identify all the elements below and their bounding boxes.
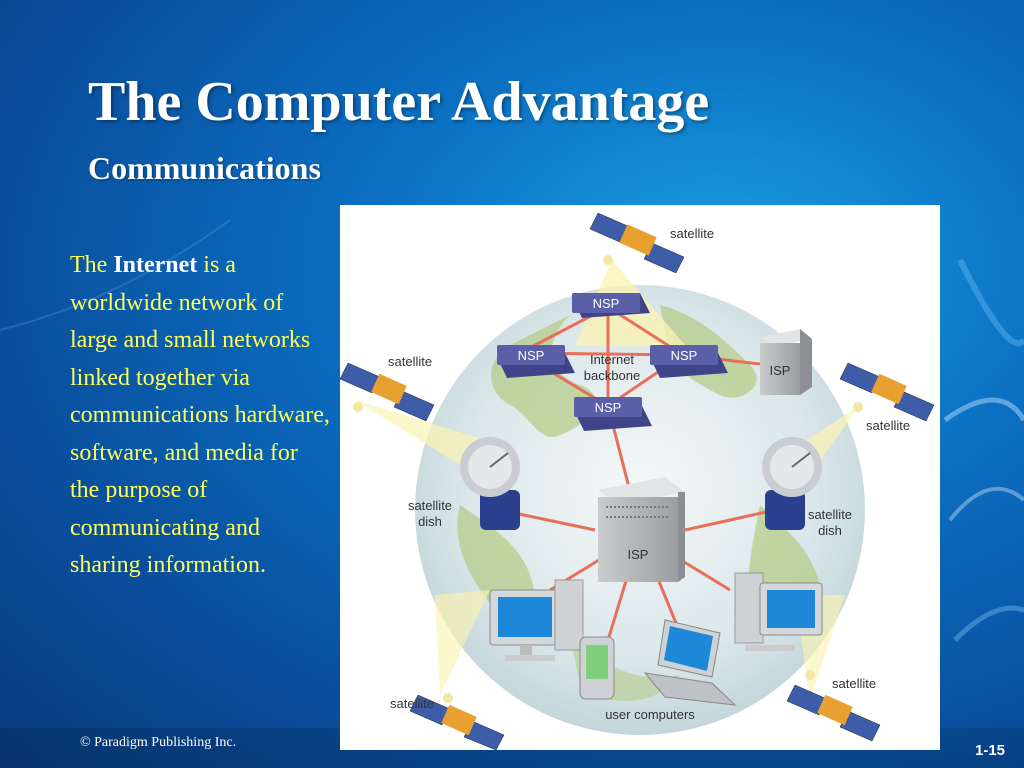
- user-computers-label: user computers: [605, 707, 695, 722]
- nsp-box-bottom: NSP: [574, 397, 652, 431]
- satellite-bottom-left: [409, 693, 505, 750]
- page-number: 1-15: [975, 742, 1006, 759]
- nsp-box-left: NSP: [497, 345, 575, 378]
- internet-diagram: NSP NSP NSP NSP Internet backbone: [340, 205, 940, 750]
- dish-label-right-line1: satellite: [808, 507, 852, 522]
- desktop-computer-right: [734, 572, 823, 651]
- satellite-bottom-right: [786, 670, 881, 742]
- nsp-label-right: NSP: [671, 348, 698, 363]
- desktop-computer-left: [489, 579, 584, 661]
- satellite-label-bottom-right: satellite: [832, 676, 876, 691]
- body-text-post: is a worldwide network of large and smal…: [70, 252, 330, 578]
- dish-label-right-line2: dish: [818, 523, 842, 538]
- nsp-label-top: NSP: [593, 296, 620, 311]
- isp-label-main: ISP: [628, 547, 649, 562]
- satellite-right: [839, 362, 935, 422]
- satellite-left: [340, 362, 435, 422]
- satellite-label-right: satellite: [866, 418, 910, 433]
- satellite-dish-right: [762, 437, 822, 530]
- internet-term: Internet: [113, 252, 198, 278]
- body-paragraph: The Internet is a worldwide network of l…: [70, 247, 330, 585]
- dish-label-left-line2: dish: [418, 514, 442, 529]
- isp-label-small: ISP: [770, 363, 791, 378]
- satellite-label-top: satellite: [670, 226, 714, 241]
- satellite-label-bottom-left: satellite: [390, 696, 434, 711]
- copyright-notice: © Paradigm Publishing Inc.: [80, 735, 237, 750]
- satellite-top: [589, 212, 685, 274]
- nsp-label-left: NSP: [518, 348, 545, 363]
- satellite-label-left: satellite: [388, 354, 432, 369]
- slide-subtitle: Communications: [88, 150, 321, 186]
- body-text-pre: The: [70, 252, 114, 278]
- backbone-label-line1: Internet: [590, 352, 634, 367]
- satellite-dish-left: [460, 437, 520, 530]
- isp-server-main: ISP: [598, 477, 685, 582]
- pda-device: [579, 636, 615, 700]
- nsp-label-bottom: NSP: [595, 400, 622, 415]
- laptop-computer: [643, 619, 737, 706]
- backbone-label-line2: backbone: [584, 368, 640, 383]
- slide-title: The Computer Advantage: [88, 71, 710, 133]
- isp-server-small: ISP: [760, 329, 812, 395]
- dish-label-left-line1: satellite: [408, 498, 452, 513]
- nsp-box-top: NSP: [572, 293, 650, 318]
- nsp-box-right: NSP: [650, 345, 728, 378]
